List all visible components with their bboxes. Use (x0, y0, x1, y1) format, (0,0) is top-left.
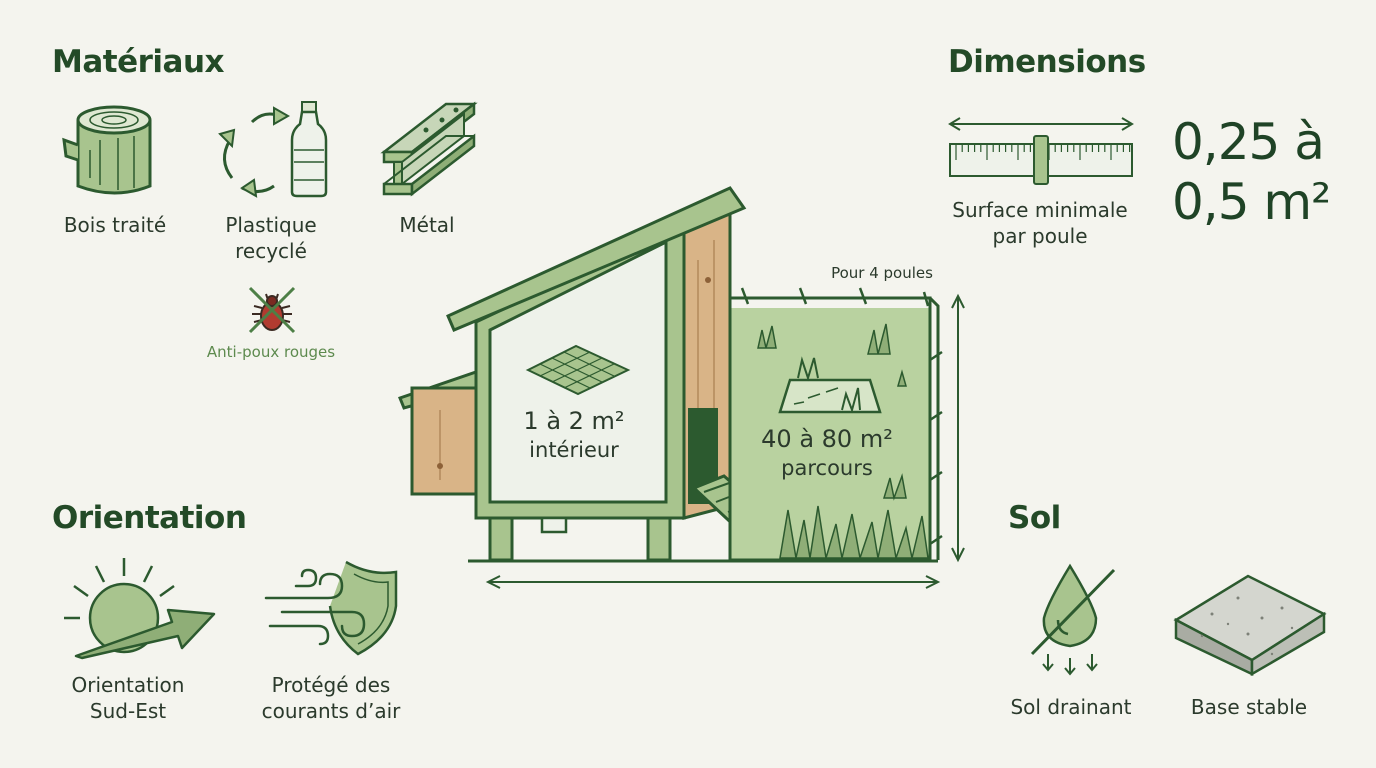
recycled-bottle-icon (218, 101, 328, 198)
label-sol-drainant: Sol drainant (1010, 695, 1132, 719)
label-bois-traite: Bois traité (63, 213, 167, 237)
label-orientation-sud-est: Orientation Sud-Est (71, 673, 185, 723)
run-label: parcours (781, 456, 873, 480)
label-anti-poux-rouges: Anti-poux rouges (206, 343, 336, 361)
section-title-orientation: Orientation (52, 500, 247, 536)
section-title-dimensions: Dimensions (948, 44, 1146, 80)
section-title-sol: Sol (1008, 500, 1061, 536)
label-surface-minimale: Surface minimale par poule (952, 198, 1128, 248)
run-surface-value: 40 à 80 m² (761, 425, 893, 453)
dimension-value: 0,25 à 0,5 m² (1172, 113, 1331, 231)
section-title-materiaux: Matériaux (52, 44, 225, 80)
metal-beam-icon (380, 101, 478, 197)
label-base-stable: Base stable (1190, 695, 1308, 719)
stone-slab-icon (1173, 574, 1327, 677)
drain-drop-icon (1030, 563, 1116, 676)
wind-shield-icon (264, 560, 398, 656)
label-plastique-recycle: Plastique recyclé (225, 213, 317, 263)
no-mite-icon (248, 286, 296, 334)
interior-surface-value: 1 à 2 m² (523, 407, 625, 435)
log-icon (62, 105, 152, 195)
ruler-icon (948, 117, 1134, 185)
sun-arrow-icon (64, 558, 216, 660)
coop-illustration (398, 186, 965, 589)
label-protege-courants-air: Protégé des courants d’air (261, 673, 401, 723)
run-note: Pour 4 poules (831, 264, 933, 282)
label-metal: Métal (399, 213, 455, 237)
interior-label: intérieur (529, 438, 619, 462)
